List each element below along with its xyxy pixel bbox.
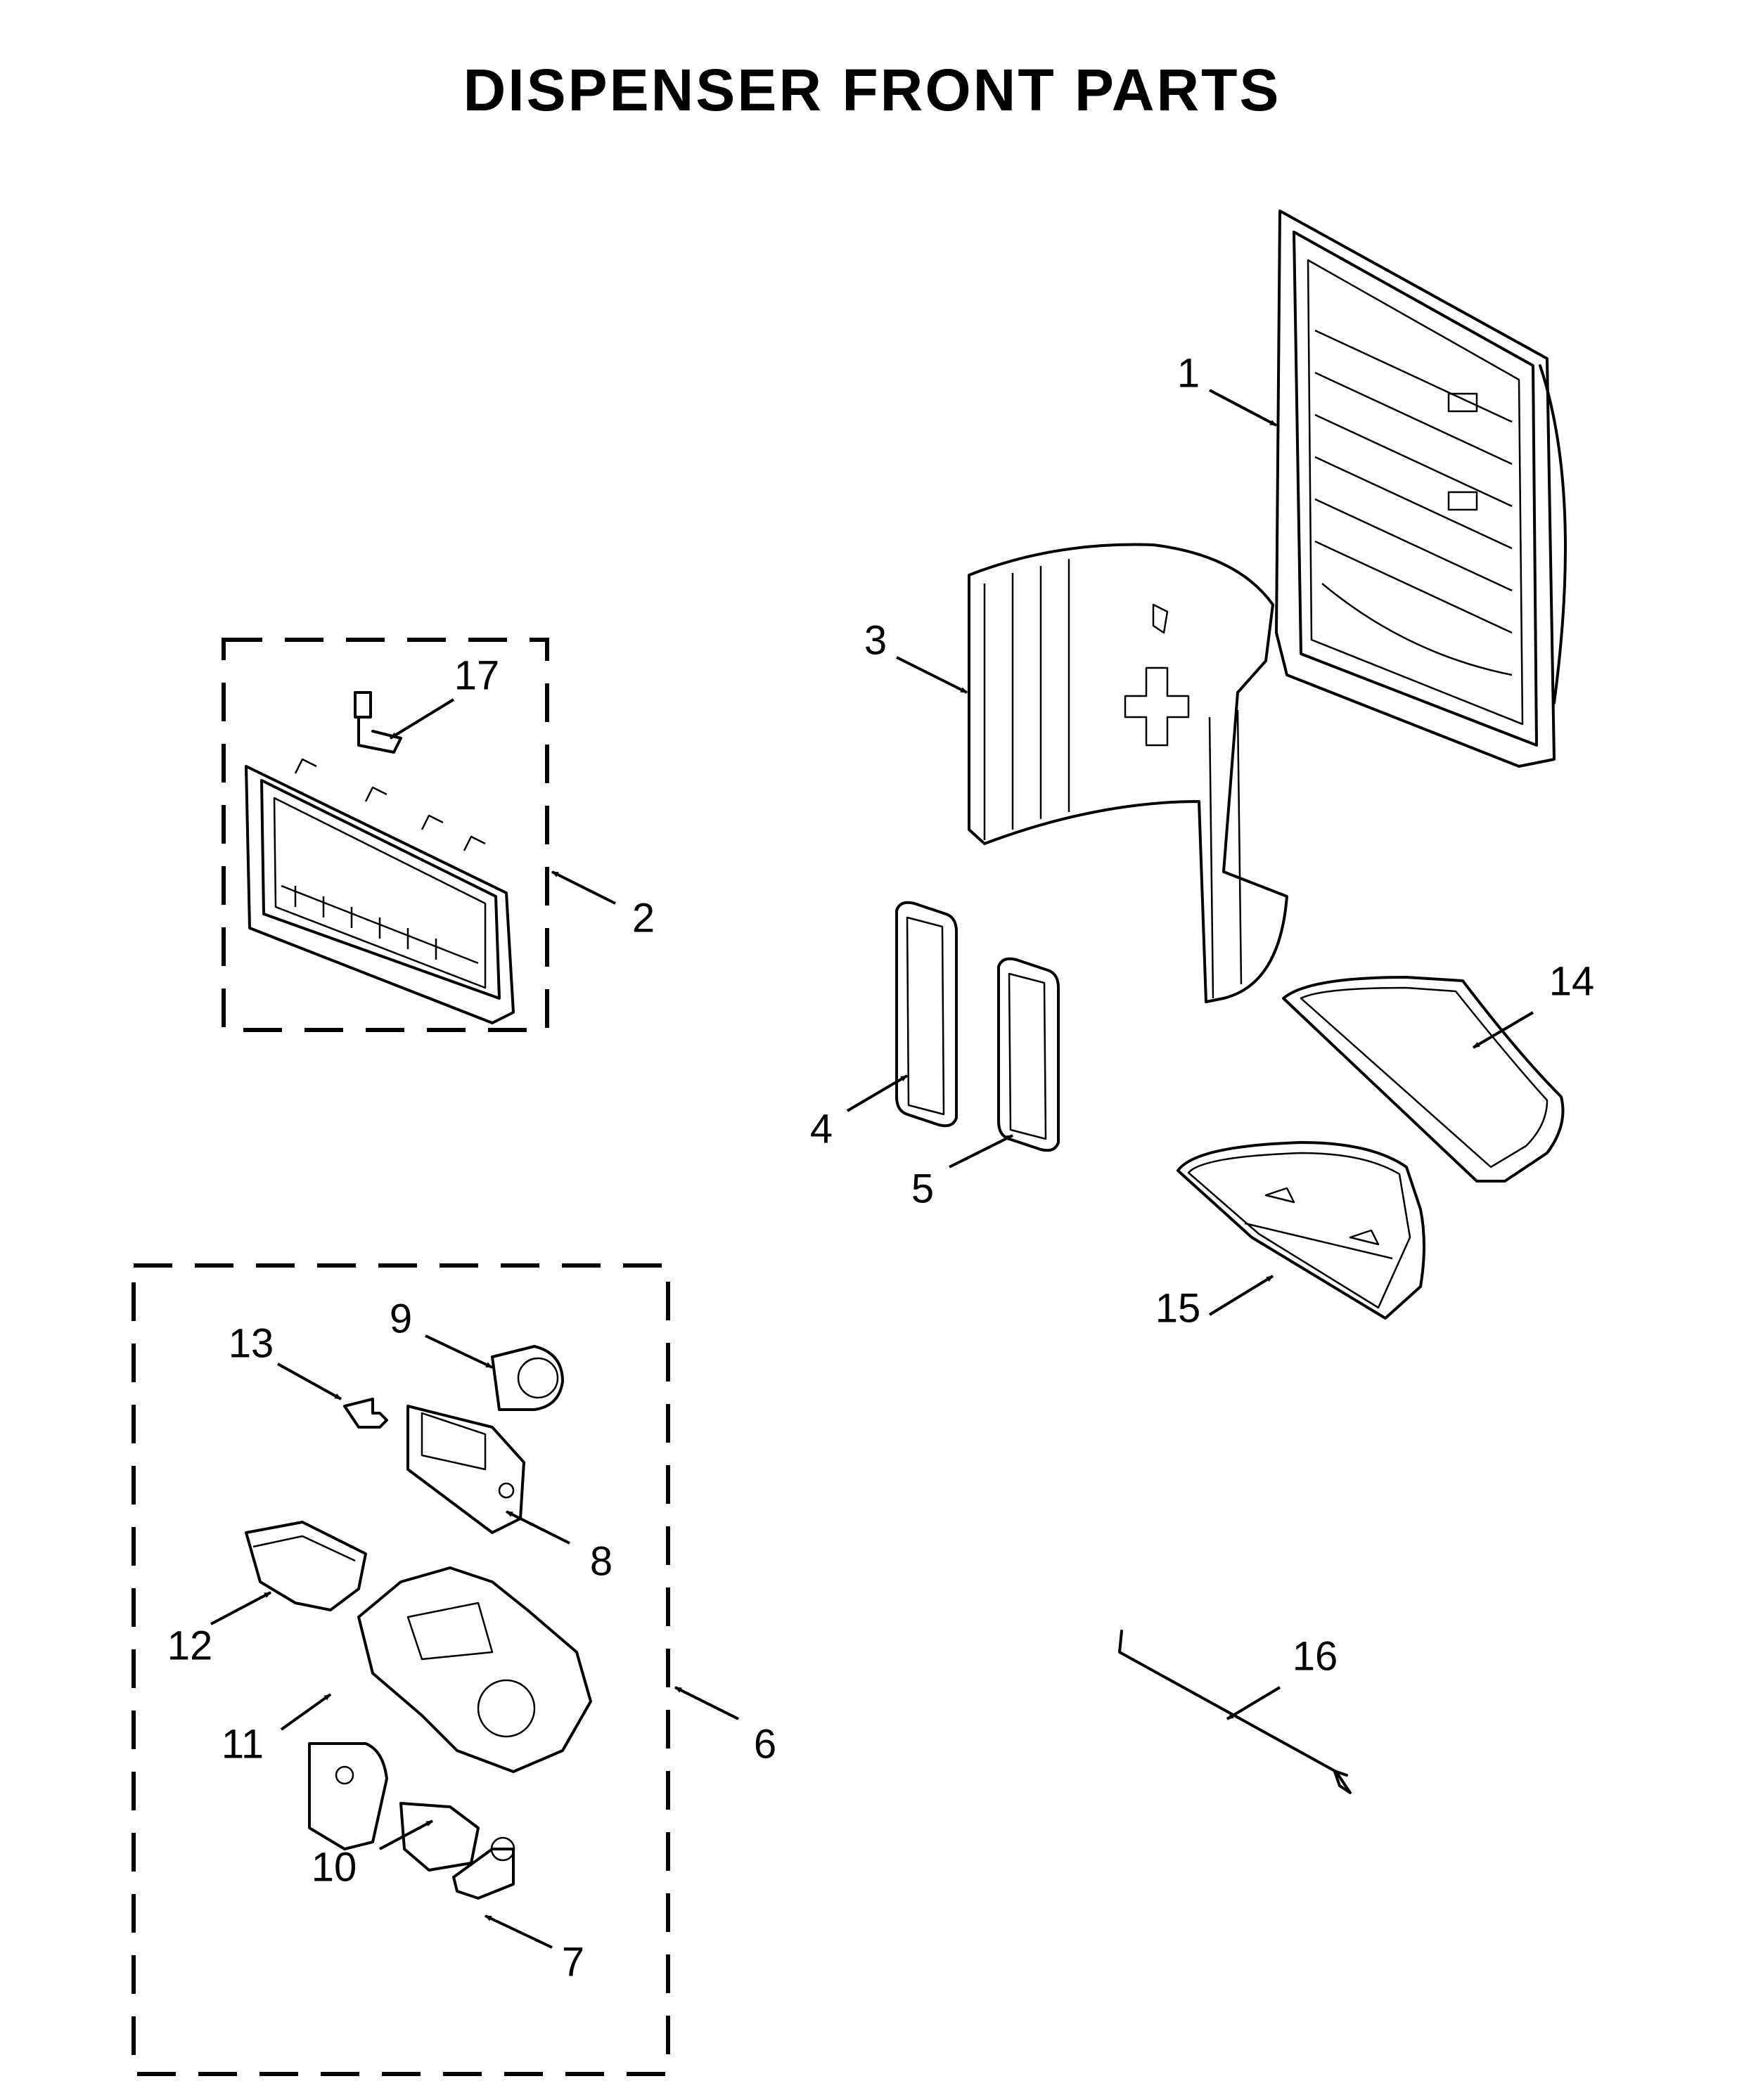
group-box-2 — [222, 638, 549, 1032]
callout-15: 15 — [1155, 1285, 1201, 1331]
leader-arrows — [210, 389, 1534, 1949]
group-box-6 — [132, 1263, 670, 2076]
part-9-solenoid — [491, 1345, 564, 1411]
callout-12: 12 — [167, 1623, 213, 1668]
callout-labels: 1 2 3 4 5 6 7 8 9 10 11 12 13 14 15 16 1… — [167, 350, 1595, 1985]
part-6-housing-base — [357, 1566, 592, 1773]
callout-2: 2 — [632, 895, 655, 941]
part-4-pad — [895, 901, 958, 1128]
part-14-trim — [1282, 976, 1565, 1183]
callout-11: 11 — [222, 1721, 264, 1767]
callout-1: 1 — [1177, 350, 1200, 396]
part-12-chute — [245, 1521, 367, 1611]
part-15-drip-tray — [1176, 1141, 1425, 1320]
callout-3: 3 — [864, 617, 887, 663]
part-17-switch — [354, 691, 402, 754]
part-13-screw — [343, 1398, 388, 1429]
part-11-switch-cover — [308, 1742, 388, 1850]
callout-17: 17 — [454, 652, 500, 698]
callout-13: 13 — [229, 1320, 274, 1366]
callout-16: 16 — [1293, 1633, 1338, 1679]
part-1-dispenser-housing — [1275, 210, 1567, 768]
callout-4: 4 — [810, 1106, 833, 1152]
callout-8: 8 — [590, 1538, 613, 1584]
page-title: DISPENSER FRONT PARTS — [463, 57, 1281, 123]
part-3-front-panel — [968, 543, 1288, 1003]
callout-5: 5 — [911, 1166, 934, 1211]
part-5-pad — [997, 957, 1060, 1152]
callout-9: 9 — [390, 1296, 412, 1341]
part-8-bracket — [406, 1405, 525, 1534]
callout-6: 6 — [754, 1721, 776, 1767]
callout-14: 14 — [1549, 958, 1595, 1004]
callout-7: 7 — [562, 1939, 584, 1985]
part-7-fitting — [452, 1836, 515, 1900]
part-16-rod — [1118, 1630, 1352, 1794]
part-2-control-frame — [245, 758, 515, 1024]
callout-10: 10 — [312, 1844, 357, 1890]
part-10-switch — [399, 1802, 480, 1872]
